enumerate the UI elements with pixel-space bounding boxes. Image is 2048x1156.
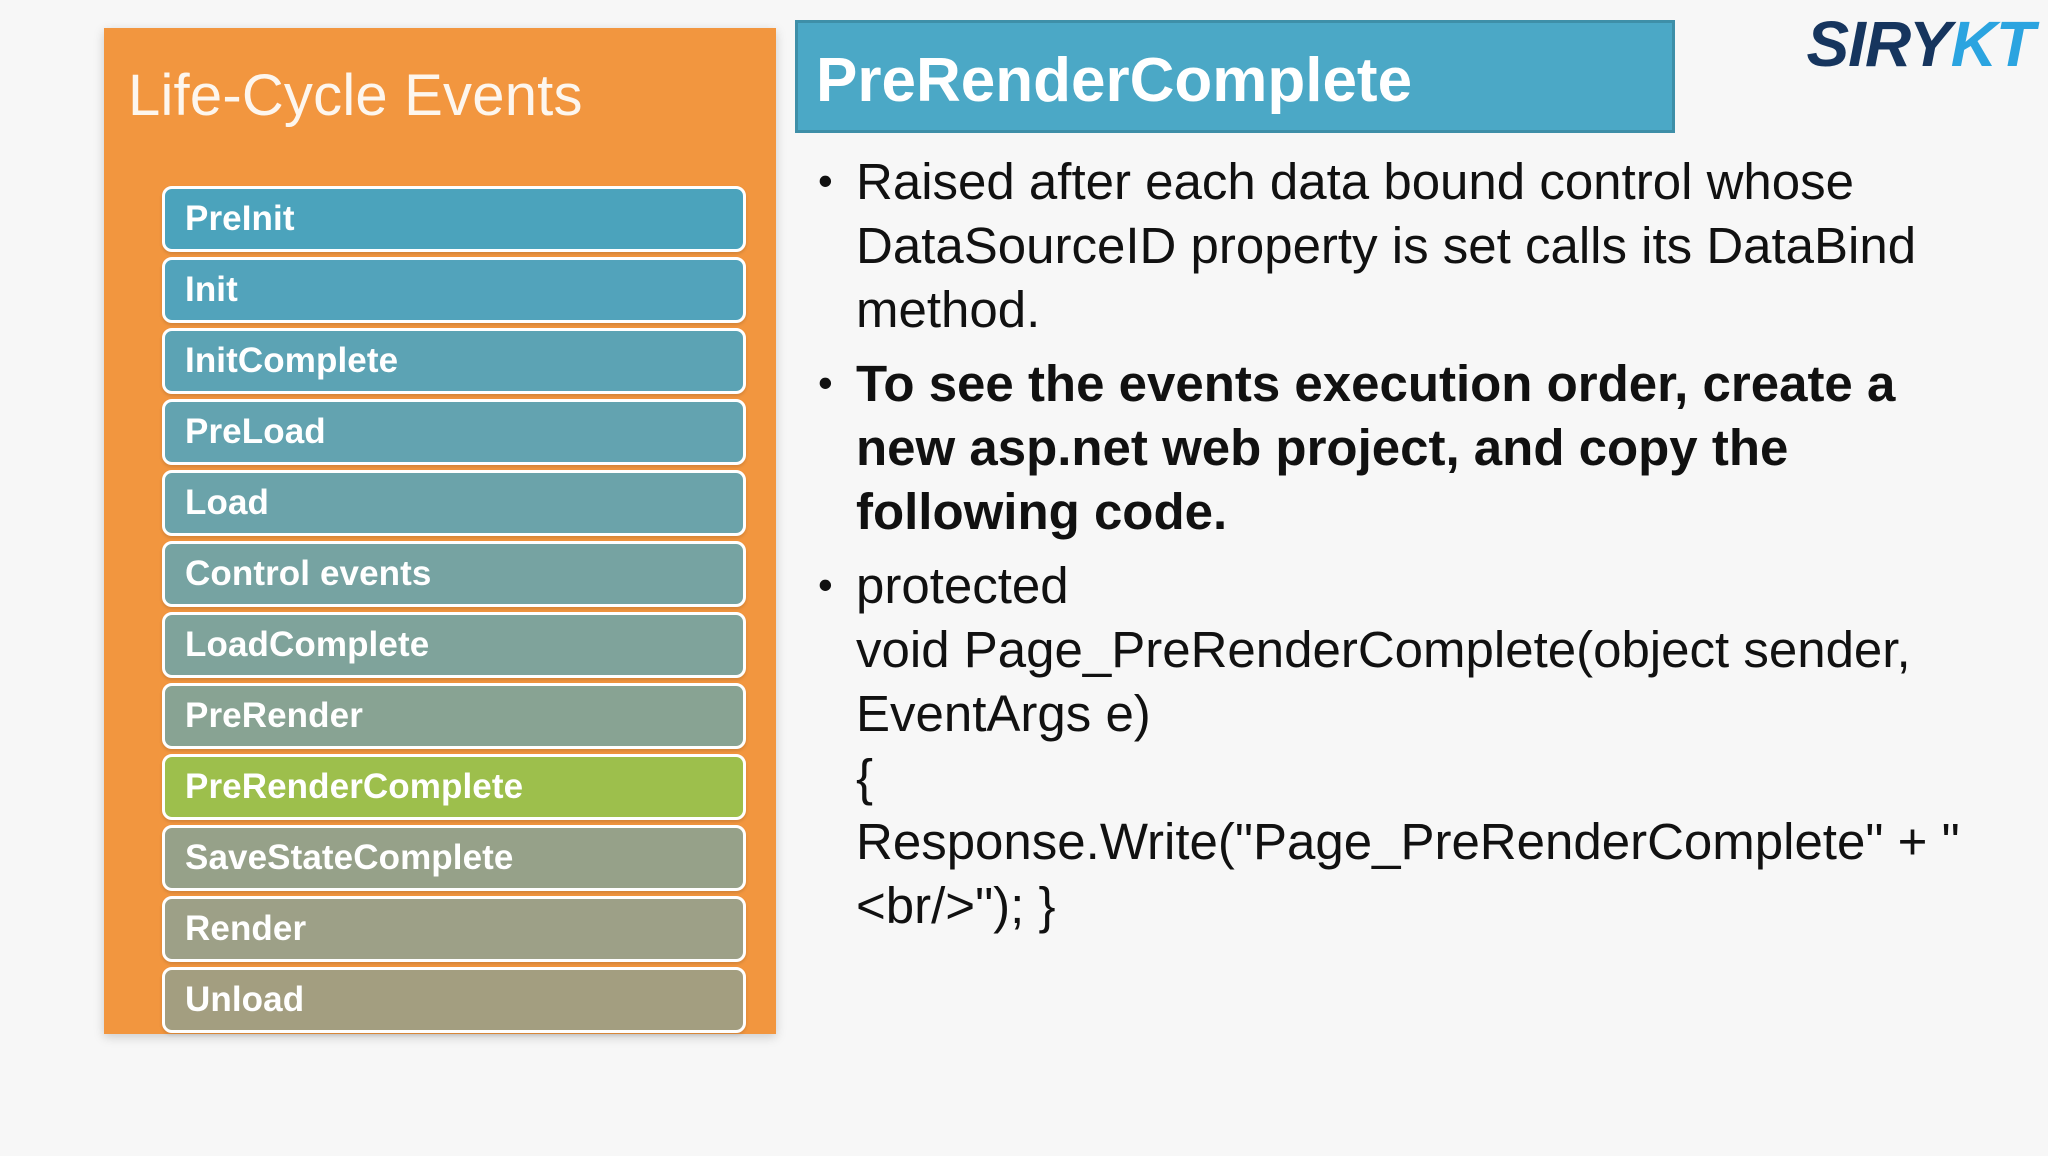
lifecycle-item[interactable]: Render (162, 896, 746, 962)
lifecycle-item-label: PreRender (185, 696, 363, 735)
content-header-banner: PreRenderComplete (795, 20, 1675, 133)
lifecycle-item[interactable]: Control events (162, 541, 746, 607)
lifecycle-item[interactable]: Unload (162, 967, 746, 1033)
bullet-text: protected void Page_PreRenderComplete(ob… (856, 557, 1960, 934)
logo-text-accent: KT (1950, 8, 2035, 80)
logo-text-primary: SIRY (1806, 8, 1951, 80)
lifecycle-panel-title: Life-Cycle Events (128, 63, 583, 128)
bullet-marker-icon: • (818, 359, 833, 406)
lifecycle-item-label: Load (185, 483, 270, 522)
lifecycle-item[interactable]: Init (162, 257, 746, 323)
bullet-text: Raised after each data bound control who… (856, 153, 1917, 338)
lifecycle-item-label: PreInit (185, 199, 295, 238)
lifecycle-item-label: Init (185, 270, 238, 309)
lifecycle-item[interactable]: PreLoad (162, 399, 746, 465)
lifecycle-item-label: PreRenderComplete (185, 767, 524, 806)
lifecycle-item[interactable]: Load (162, 470, 746, 536)
sirykt-logo: SIRYKT (1806, 4, 2035, 84)
lifecycle-item[interactable]: SaveStateComplete (162, 825, 746, 891)
lifecycle-item[interactable]: LoadComplete (162, 612, 746, 678)
content-bullet-list: • Raised after each data bound control wh… (810, 150, 1970, 948)
content-header-title: PreRenderComplete (816, 46, 1413, 115)
bullet-item: • Raised after each data bound control wh… (810, 150, 1970, 342)
bullet-marker-icon: • (818, 157, 833, 204)
lifecycle-item-label: Control events (185, 554, 432, 593)
lifecycle-item-label: InitComplete (185, 341, 399, 380)
bullet-marker-icon: • (818, 561, 833, 608)
lifecycle-item[interactable]: InitComplete (162, 328, 746, 394)
lifecycle-item[interactable]: PreInit (162, 186, 746, 252)
lifecycle-item-label: SaveStateComplete (185, 838, 514, 877)
lifecycle-item-label: Render (185, 909, 307, 948)
bullet-text: To see the events execution order, creat… (856, 355, 1896, 540)
lifecycle-item[interactable]: PreRender (162, 683, 746, 749)
lifecycle-item-active[interactable]: PreRenderComplete (162, 754, 746, 820)
lifecycle-item-label: PreLoad (185, 412, 326, 451)
lifecycle-item-label: Unload (185, 980, 305, 1019)
lifecycle-item-label: LoadComplete (185, 625, 430, 664)
bullet-item: • protected void Page_PreRenderComplete(o… (810, 554, 1970, 938)
bullet-item: • To see the events execution order, crea… (810, 352, 1970, 544)
